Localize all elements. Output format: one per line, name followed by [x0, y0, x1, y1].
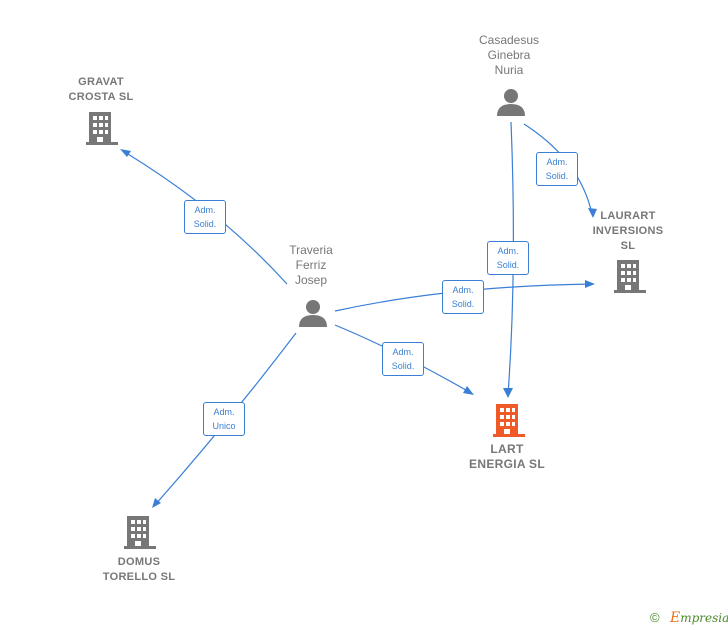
role-line: Solid. — [391, 361, 415, 371]
target-building-icon[interactable] — [493, 404, 525, 437]
arrowhead — [503, 388, 513, 398]
arrowhead — [120, 149, 131, 157]
role-line: Adm. — [546, 157, 568, 167]
label-line: Ferriz — [295, 258, 327, 272]
arrowhead — [585, 280, 595, 288]
role-line: Adm. — [392, 347, 414, 357]
role-label-traveria-domus: Adm. Unico — [203, 402, 245, 436]
role-label-traveria-laurart: Adm. Solid. — [442, 280, 484, 314]
label-line: ENERGIA SL — [469, 457, 545, 471]
node-label-lart[interactable]: LART ENERGIA SL — [469, 442, 545, 472]
label-line: Josep — [294, 273, 328, 287]
role-line: Solid. — [545, 171, 569, 181]
label-line: LAURART — [600, 210, 656, 222]
label-line: INVERSIONS — [592, 225, 664, 237]
label-line: Ginebra — [487, 48, 531, 62]
label-line: Nuria — [494, 63, 524, 77]
brand-initial: E — [670, 610, 681, 626]
building-icon[interactable] — [614, 260, 646, 293]
arrowhead — [152, 498, 161, 508]
building-icon[interactable] — [86, 112, 118, 145]
building-icon[interactable] — [124, 516, 156, 549]
role-label-casadesus-laurart: Adm. Solid. — [536, 152, 578, 186]
role-line: Unico — [212, 421, 236, 431]
node-label-domus[interactable]: DOMUS TORELLO SL — [103, 555, 175, 585]
label-line: Traveria — [289, 243, 333, 257]
role-label-casadesus-lart: Adm. Solid. — [487, 241, 529, 275]
label-line: Casadesus — [478, 33, 540, 47]
role-line: Solid. — [496, 260, 520, 270]
role-line: Adm. — [194, 205, 216, 215]
copyright-icon: © — [650, 610, 660, 625]
label-line: DOMUS — [117, 556, 161, 568]
node-label-casadesus[interactable]: Casadesus Ginebra Nuria — [479, 33, 539, 78]
node-label-traveria[interactable]: Traveria Ferriz Josep — [289, 243, 333, 288]
brand-rest: mpresia — [680, 611, 728, 625]
role-line: Adm. — [497, 246, 519, 256]
label-line: TORELLO SL — [102, 571, 176, 583]
role-label-traveria-gravat: Adm. Solid. — [184, 200, 226, 234]
person-icon[interactable] — [299, 300, 327, 327]
role-line: Adm. — [452, 285, 474, 295]
label-line: GRAVAT — [78, 76, 124, 88]
person-icon[interactable] — [497, 89, 525, 116]
label-line: LART — [490, 442, 524, 456]
role-label-traveria-lart: Adm. Solid. — [382, 342, 424, 376]
role-line: Adm. — [213, 407, 235, 417]
arrowhead — [588, 208, 597, 218]
brand-logo: Empresia — [670, 610, 728, 626]
label-line: SL — [620, 240, 636, 252]
node-label-laurart[interactable]: LAURART INVERSIONS SL — [593, 209, 664, 254]
node-label-gravat[interactable]: GRAVAT CROSTA SL — [68, 75, 133, 105]
arrowhead — [463, 386, 474, 395]
role-line: Solid. — [451, 299, 475, 309]
role-line: Solid. — [193, 219, 217, 229]
label-line: CROSTA SL — [68, 91, 134, 103]
